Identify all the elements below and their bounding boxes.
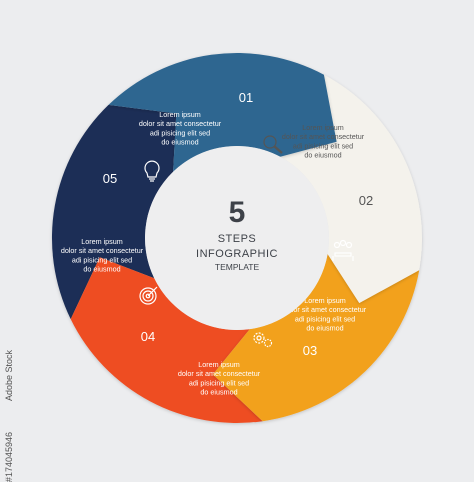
segment-02-number: 02	[359, 193, 373, 208]
segment-text-line: dolor sit amet consectetur	[139, 119, 222, 128]
gears-icon	[253, 332, 273, 348]
segment-text-line: do eiusmod	[83, 265, 120, 274]
segment-text-line: adi pisicing elit sed	[295, 314, 355, 323]
segment-text-line: Lorem ipsum	[302, 123, 344, 132]
segment-text-line: dolor sit amet consectetur	[284, 305, 367, 314]
segment-text-line: Lorem ipsum	[159, 110, 201, 119]
segment-text-line: dolor sit amet consectetur	[61, 246, 144, 255]
target-icon	[139, 286, 158, 305]
segment-text-line: dolor sit amet consectetur	[178, 369, 261, 378]
segment-text-line: do eiusmod	[200, 388, 237, 397]
segment-text-line: Lorem ipsum	[198, 360, 240, 369]
segment-text-line: Lorem ipsum	[304, 296, 346, 305]
segment-04	[70, 257, 263, 423]
center-line-2: INFOGRAPHIC	[196, 248, 278, 260]
center-hub	[145, 146, 329, 330]
search-icon	[263, 135, 283, 154]
icon-layer	[139, 135, 354, 348]
segment-text-line: do eiusmod	[304, 151, 341, 160]
center-number: 5	[229, 196, 246, 229]
watermark-side-text: Adobe Stock	[4, 350, 14, 402]
segment-03	[212, 254, 420, 422]
segment-01-number: 01	[239, 90, 253, 105]
segment-05-number: 05	[103, 171, 117, 186]
segment-05	[51, 104, 177, 320]
segment-02	[280, 74, 423, 303]
center-line-1: STEPS	[218, 233, 257, 245]
watermark-id-text: #174045946	[4, 432, 14, 482]
segments-layer	[51, 53, 423, 423]
segment-03-number: 03	[303, 343, 317, 358]
lightbulb-icon	[144, 160, 160, 182]
segment-text-line: Lorem ipsum	[81, 237, 123, 246]
segment-text-line: adi pisicing elit sed	[189, 378, 249, 387]
segment-text-line: adi pisicing elit sed	[293, 141, 353, 150]
segment-01	[108, 53, 337, 172]
segment-text-line: adi pisicing elit sed	[150, 128, 210, 137]
segment-text-line: adi pisicing elit sed	[72, 255, 132, 264]
center-line-3: TEMPLATE	[215, 262, 260, 272]
segment-text-line: do eiusmod	[306, 324, 343, 333]
segment-text-line: dolor sit amet consectetur	[282, 132, 365, 141]
meeting-icon	[332, 239, 354, 261]
segment-text-line: do eiusmod	[161, 138, 198, 147]
segment-04-number: 04	[141, 329, 155, 344]
